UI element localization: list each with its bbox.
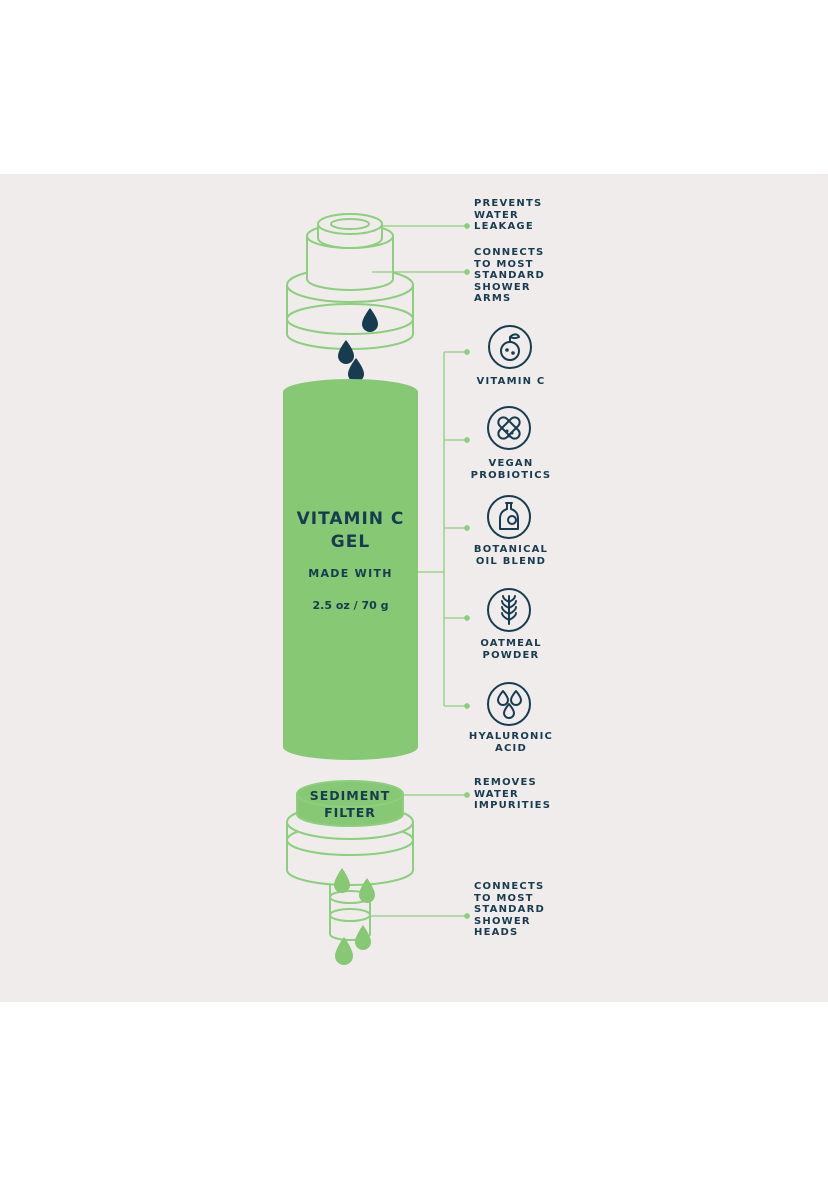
sediment-filter-label: SEDIMENT FILTER [309, 788, 391, 820]
sediment-filter [296, 780, 404, 827]
ingredient-label-hyaluronic: HYALURONIC ACID [468, 731, 554, 754]
wheat-icon [487, 588, 531, 632]
callout-prevents-leakage: PREVENTS WATER LEAKAGE [474, 198, 543, 233]
oil-bottle-icon [487, 495, 531, 539]
capsule-icon [487, 406, 531, 450]
cartridge-made-with: MADE WITH [308, 567, 393, 580]
gel-cartridge [283, 379, 418, 760]
callout-lines [370, 223, 470, 919]
navy-drops [338, 308, 378, 382]
cartridge-title: VITAMIN C GEL [296, 509, 405, 552]
infographic-panel: VITAMIN C GEL MADE WITH 2.5 oz / 70 g SE… [0, 174, 828, 1002]
top-housing [286, 213, 414, 350]
green-drops [334, 868, 375, 965]
callout-shower-heads: CONNECTS TO MOST STANDARD SHOWER HEADS [474, 881, 545, 939]
filter-diagram [283, 213, 532, 965]
callout-removes-impurities: REMOVES WATER IMPURITIES [474, 777, 552, 812]
orange-icon [488, 325, 532, 369]
callout-shower-arms: CONNECTS TO MOST STANDARD SHOWER ARMS [474, 247, 545, 305]
ingredient-label-oatmeal: OATMEAL POWDER [480, 638, 542, 661]
cartridge-weight: 2.5 oz / 70 g [312, 599, 389, 612]
ingredient-label-vitamin-c: VITAMIN C [476, 376, 546, 387]
ingredient-label-probiotics: VEGAN PROBIOTICS [470, 458, 552, 481]
droplets-icon [487, 682, 531, 726]
ingredient-label-oil-blend: BOTANICAL OIL BLEND [473, 544, 549, 567]
